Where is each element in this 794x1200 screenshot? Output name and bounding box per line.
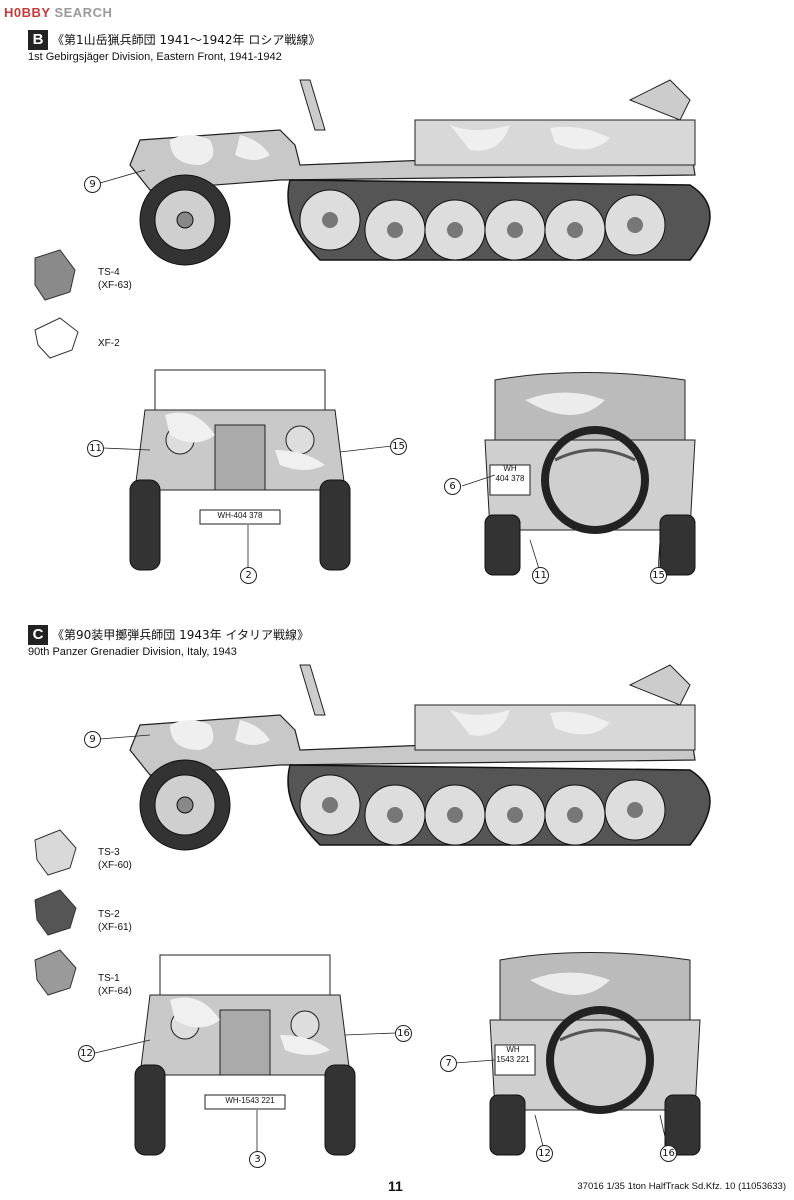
swatch-xf2 <box>34 317 79 359</box>
callout-number: 16 <box>395 1025 412 1042</box>
callout-number: 15 <box>390 438 407 455</box>
front-plate-b: WH-404 378 <box>217 511 263 520</box>
page-number: 11 <box>388 1178 403 1194</box>
section-title-jp: 《第90装甲擲弾兵師団 1943年 イタリア戦線》 <box>52 628 309 642</box>
leader-lines <box>94 169 669 1155</box>
swatch-ts2 <box>34 889 77 936</box>
section-title-en: 1st Gebirgsjäger Division, Eastern Front… <box>28 51 282 63</box>
rear-plate-line2: 404 378 <box>495 474 525 483</box>
watermark: H0BBY SEARCH <box>4 5 112 20</box>
callout-number: 9 <box>84 731 101 748</box>
swatch-ts1 <box>34 949 77 996</box>
side-view-c <box>129 664 711 851</box>
swatch-ts4 <box>34 249 76 301</box>
callout-number: 16 <box>660 1145 677 1162</box>
side-view-b <box>129 79 711 266</box>
swatch-ts3 <box>34 829 77 876</box>
rear-plate-line1: WH <box>506 1045 520 1054</box>
callout-number: 12 <box>536 1145 553 1162</box>
section-letter: B <box>28 30 48 50</box>
section-b-header: B 《第1山岳猟兵師団 1941〜1942年 ロシア戦線》 1st Gebirgs… <box>28 30 320 63</box>
section-title-en: 90th Panzer Grenadier Division, Italy, 1… <box>28 646 237 658</box>
callout-number: 12 <box>78 1045 95 1062</box>
front-view-b <box>129 369 351 571</box>
callout-number: 11 <box>87 440 104 457</box>
callout-number: 2 <box>240 567 257 584</box>
swatch-label: TS-1 (XF-64) <box>98 972 132 998</box>
paint-name: TS-2 <box>98 909 120 920</box>
section-title-jp: 《第1山岳猟兵師団 1941〜1942年 ロシア戦線》 <box>52 33 321 47</box>
paint-code: (XF-60) <box>98 860 132 871</box>
watermark-search: SEARCH <box>50 5 113 20</box>
paint-code: (XF-61) <box>98 922 132 933</box>
paint-code: (XF-63) <box>98 280 132 291</box>
callout-number: 9 <box>84 176 101 193</box>
front-plate-c: WH-1543 221 <box>225 1096 275 1105</box>
paint-name: TS-1 <box>98 973 120 984</box>
swatch-label: TS-3 (XF-60) <box>98 846 132 872</box>
footer-product-code: 37016 1/35 1ton HalfTrack Sd.Kfz. 10 (11… <box>577 1181 786 1192</box>
callout-number: 6 <box>444 478 461 495</box>
paint-name: TS-4 <box>98 267 120 278</box>
callout-number: 11 <box>532 567 549 584</box>
rear-plate-line2: 1543 221 <box>496 1055 530 1064</box>
section-c-header: C 《第90装甲擲弾兵師団 1943年 イタリア戦線》 90th Panzer G… <box>28 625 309 658</box>
paint-name: XF-2 <box>98 338 120 349</box>
paint-name: TS-3 <box>98 847 120 858</box>
rear-plate-line1: WH <box>503 464 517 473</box>
swatch-label: TS-4 (XF-63) <box>98 266 132 292</box>
rear-plate-c: WH 1543 221 <box>495 1045 531 1065</box>
swatch-label: TS-2 (XF-61) <box>98 908 132 934</box>
swatch-label: XF-2 <box>98 337 120 350</box>
paint-code: (XF-64) <box>98 986 132 997</box>
callout-number: 15 <box>650 567 667 584</box>
watermark-hobby: H0BBY <box>4 5 51 20</box>
callout-number: 7 <box>440 1055 457 1072</box>
section-letter: C <box>28 625 48 645</box>
rear-plate-b: WH 404 378 <box>492 464 528 484</box>
callout-number: 3 <box>249 1151 266 1168</box>
front-view-c <box>134 954 356 1156</box>
